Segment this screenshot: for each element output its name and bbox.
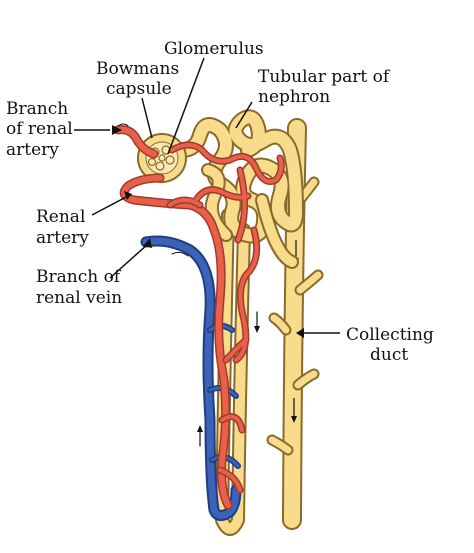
collecting-arrowhead (296, 328, 304, 338)
branch-renal-artery-label-line1: Branch (6, 99, 68, 119)
branch-renal-artery-label-line2: of renal (6, 119, 73, 139)
tubular-leader (235, 101, 253, 129)
branch-artery-arrowhead (112, 125, 122, 135)
leader-lines (74, 57, 340, 334)
tubular-part-label-line1: Tubular part of (258, 67, 391, 87)
bowmans-capsule-label-line1: Bowmans (96, 59, 179, 79)
branch-renal-artery-label-line3: artery (6, 140, 59, 160)
bowmans-leader (141, 97, 153, 139)
renal-artery-label-line2: artery (36, 228, 89, 248)
collecting-duct-label-line2: duct (370, 345, 408, 365)
renal-artery-arrowhead (124, 191, 132, 200)
renal-artery (113, 123, 285, 510)
bowmans-capsule-label-line2: capsule (106, 79, 172, 99)
renal-artery-leader (91, 195, 129, 216)
branch-renal-vein-label-line2: renal vein (36, 288, 122, 308)
renal-artery-label-line1: Renal (36, 207, 85, 227)
branch-vein-leader (109, 243, 149, 279)
glomerulus-leader (167, 57, 205, 155)
collecting-duct-label-line1: Collecting (346, 325, 434, 345)
branch-renal-vein-label-line1: Branch of (36, 267, 122, 287)
glomerulus-label: Glomerulus (164, 39, 264, 59)
branch-vein-arrowhead (143, 238, 152, 248)
tubular-part-label-line2: nephron (258, 87, 330, 107)
